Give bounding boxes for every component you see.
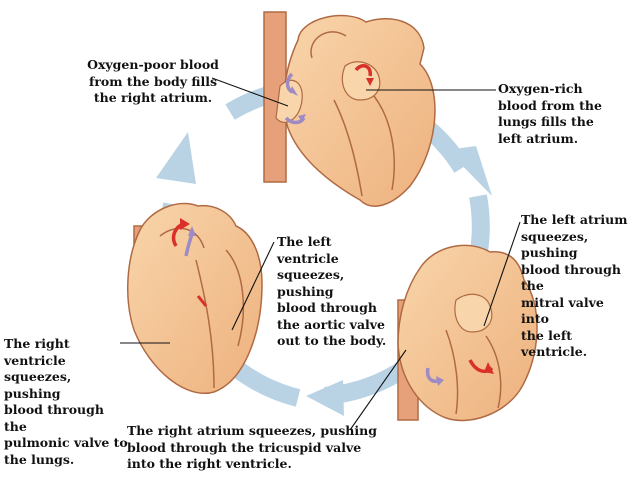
label-left-ventricle-squeezes: The left ventricle squeezes, pushing blo… xyxy=(277,234,387,348)
leader-line xyxy=(349,349,407,431)
label-right-ventricle-squeezes: The right ventricle squeezes, pushing bl… xyxy=(4,336,128,467)
cycle-arrowheads xyxy=(156,132,492,416)
leader-line xyxy=(211,77,289,107)
arrowhead-icon xyxy=(156,132,196,184)
leader-line xyxy=(483,221,521,327)
leader-lines xyxy=(120,77,521,431)
label-left-atrium-fills: Oxygen-rich blood from the lungs fills t… xyxy=(498,81,602,146)
label-right-atrium-squeezes: The right atrium squeezes, pushing blood… xyxy=(127,423,377,471)
label-left-atrium-squeezes: The left atrium squeezes, pushing blood … xyxy=(521,212,628,359)
heart-right-illustration xyxy=(397,244,538,422)
arrowhead-icon xyxy=(306,380,344,416)
heart-left-illustration xyxy=(127,202,263,395)
arrowhead-icon xyxy=(447,146,492,196)
heart-top-illustration xyxy=(263,11,436,207)
leader-line xyxy=(231,241,275,331)
label-right-atrium-fills: Oxygen-poor blood from the body fills th… xyxy=(87,57,219,105)
